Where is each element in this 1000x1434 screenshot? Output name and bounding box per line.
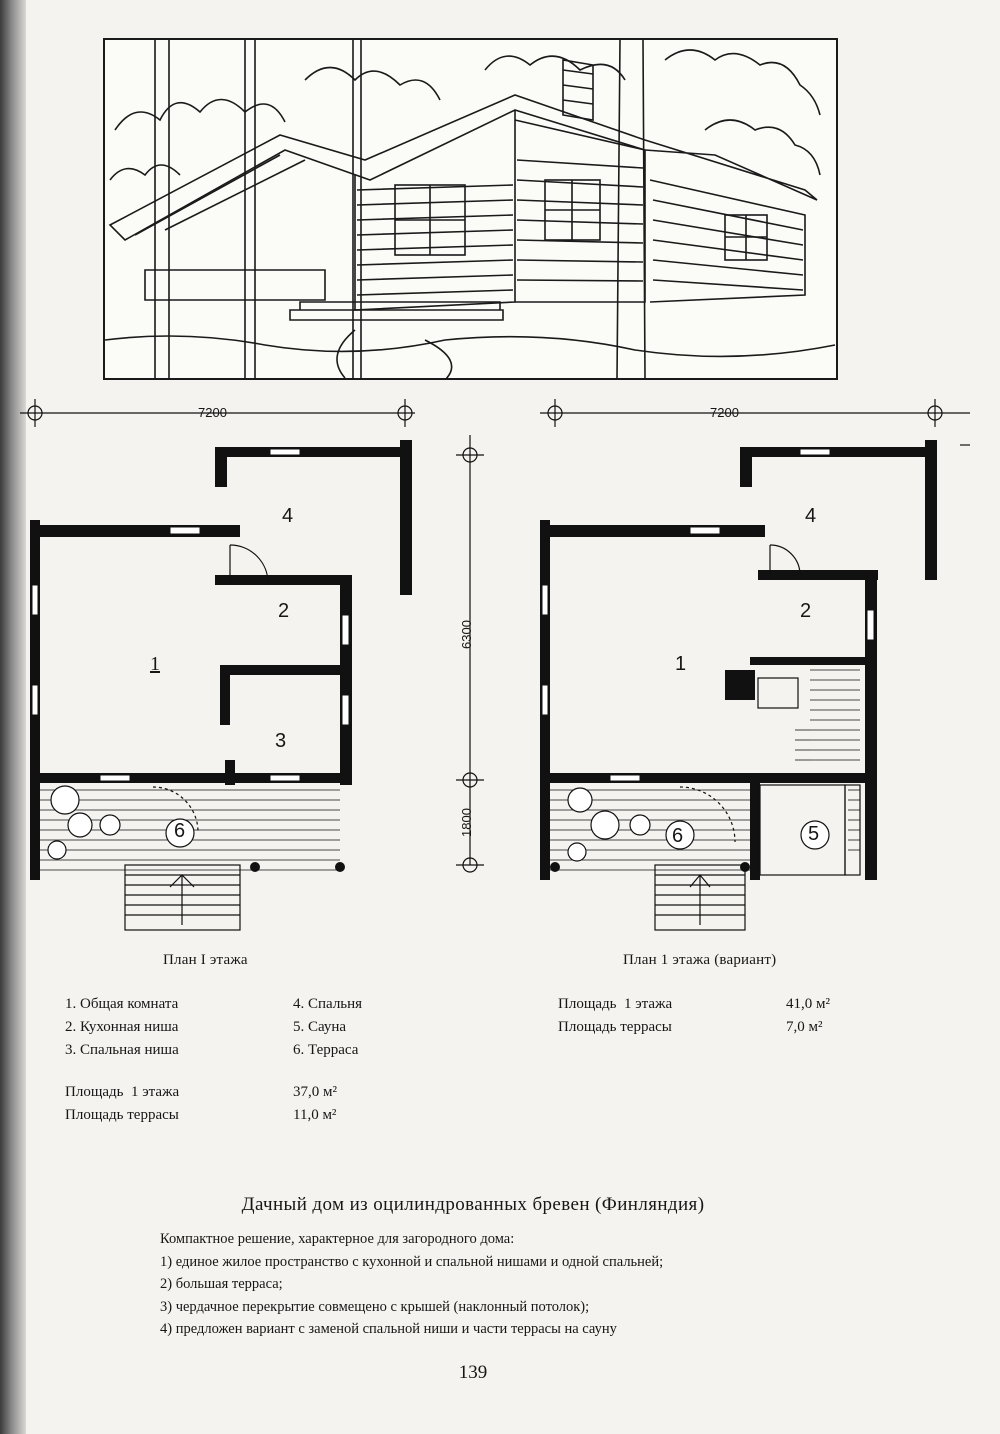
legend-item-6: 6. Терраса (293, 1042, 359, 1058)
description-point-1: 1) единое жилое пространство с кухонной … (160, 1253, 664, 1270)
legend-item-3: 3. Спальная ниша (65, 1042, 179, 1058)
description-point-4: 4) предложен вариант с заменой спальной … (160, 1321, 617, 1337)
area2-terrace-label: Площадь террасы (558, 1019, 672, 1035)
plan1-room-6: 6 (174, 820, 186, 842)
plan2-room-2: 2 (800, 600, 812, 622)
plan1-room-1: 1 (150, 653, 160, 675)
plan2-room-6: 6 (672, 825, 684, 847)
plan1-depth-dimension: 6300 (458, 620, 474, 649)
plan2-width-dimension: 7200 (710, 405, 739, 420)
areas-plan2-values: 41,0 м² 7,0 м² (786, 993, 830, 1039)
page-number: 139 (458, 1362, 488, 1383)
area-terrace-label: Площадь террасы (65, 1107, 179, 1123)
page-title: Дачный дом из оцилиндрованных бревен (Фи… (241, 1194, 705, 1215)
area2-floor-value: 41,0 м² (786, 996, 830, 1012)
legend-item-5: 5. Сауна (293, 1019, 347, 1035)
areas-plan1-labels: Площадь 1 этажа Площадь террасы (65, 1081, 179, 1127)
plan2-room-4: 4 (805, 505, 817, 527)
plan1-room-3: 3 (275, 730, 287, 752)
legend-col-2: 4. Спальня 5. Сауна 6. Терраса (293, 993, 362, 1062)
plan1-room-4: 4 (282, 505, 294, 527)
plan1-caption: План I этажа (163, 952, 248, 968)
house-illustration (103, 38, 838, 380)
area-terrace-value: 11,0 м² (293, 1107, 337, 1123)
floor-plan-1: 7200 6300 1800 1 2 3 4 6 (20, 395, 490, 935)
areas-plan2-labels: Площадь 1 этажа Площадь террасы (558, 993, 672, 1039)
floor-plan-2: 7200 1 2 4 5 6 (530, 395, 1000, 935)
plan2-room-5: 5 (808, 823, 820, 845)
area-floor-value: 37,0 м² (293, 1084, 337, 1100)
description-point-3: 3) чердачное перекрытие совмещено с крыш… (160, 1298, 590, 1315)
plan2-room-1: 1 (675, 653, 687, 675)
description-intro: Компактное решение, характерное для заго… (160, 1231, 515, 1247)
area2-floor-label: Площадь 1 этажа (558, 996, 673, 1012)
description: Компактное решение, характерное для заго… (160, 1228, 663, 1341)
area2-terrace-value: 7,0 м² (786, 1019, 823, 1035)
plan2-caption: План 1 этажа (вариант) (623, 952, 777, 968)
areas-plan1-values: 37,0 м² 11,0 м² (293, 1081, 337, 1127)
legend-col-1: 1. Общая комната 2. Кухонная ниша 3. Спа… (65, 993, 179, 1062)
plan1-width-dimension: 7200 (198, 405, 227, 420)
legend-item-4: 4. Спальня (293, 996, 363, 1012)
plan1-room-2: 2 (278, 600, 290, 622)
plan1-terrace-dimension: 1800 (458, 808, 474, 837)
book-spine-shadow (0, 0, 26, 1434)
legend-item-1: 1. Общая комната (65, 996, 179, 1012)
area-floor-label: Площадь 1 этажа (65, 1084, 180, 1100)
legend-item-2: 2. Кухонная ниша (65, 1019, 179, 1035)
description-point-2: 2) большая терраса; (160, 1276, 283, 1292)
